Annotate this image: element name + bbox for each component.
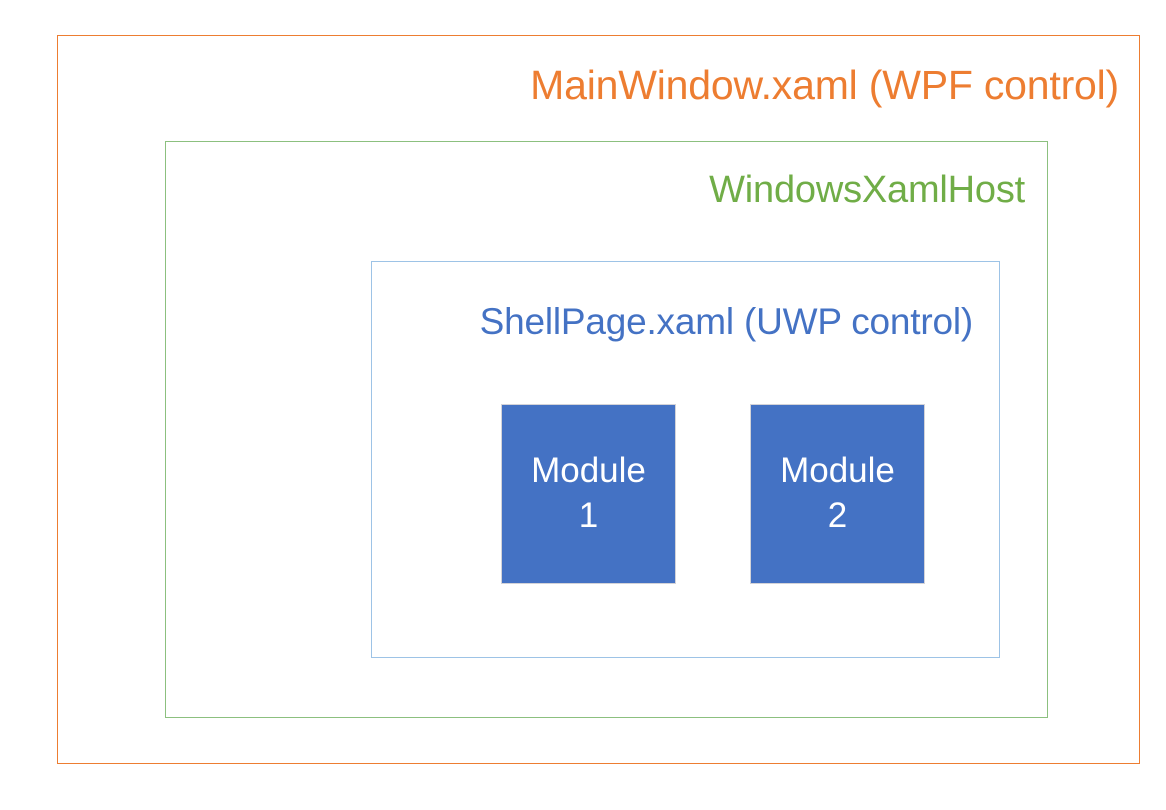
layer-label-wpf: MainWindow.xaml (WPF control) [530,62,1119,108]
module-label-2-line2: 2 [827,496,848,535]
layer-label-windowsxamlhost: WindowsXamlHost [709,169,1025,211]
module-label-2: Module 2 [780,449,895,539]
module-box-2: Module 2 [750,404,925,584]
module-label-2-line1: Module [780,451,895,491]
layer-label-uwp: ShellPage.xaml (UWP control) [479,301,974,342]
module-box-1: Module 1 [501,404,676,584]
module-label-1: Module 1 [531,449,646,539]
layer-box-wpf [57,35,1140,764]
layer-box-windowsxamlhost [165,141,1048,718]
layer-box-uwp [371,261,1000,658]
module-label-1-line1: Module [531,451,646,491]
module-label-1-line2: 1 [578,496,599,535]
